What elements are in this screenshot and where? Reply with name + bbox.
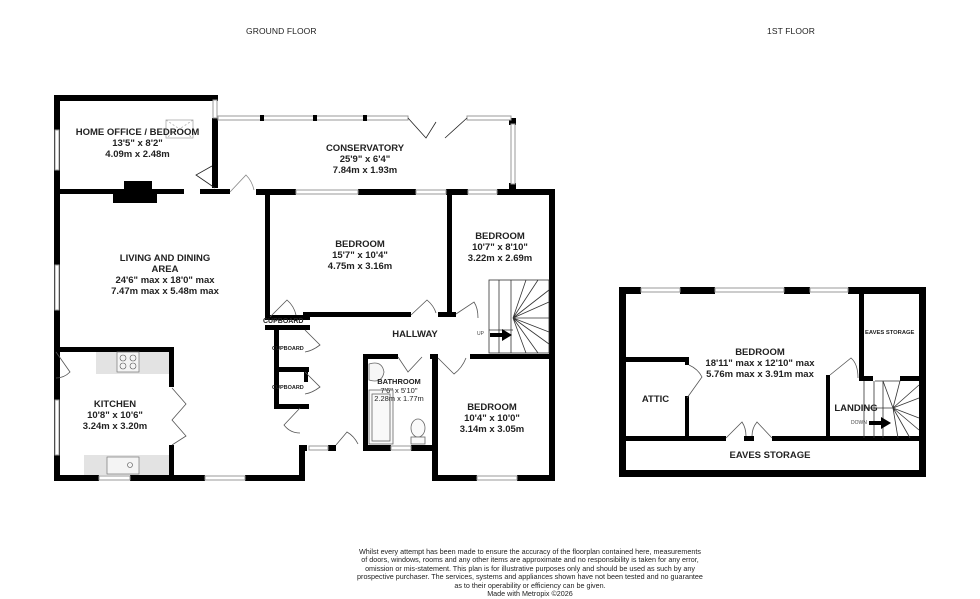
- stairs-down-label: DOWN: [851, 420, 867, 426]
- skylight: [165, 119, 194, 139]
- first-floor-doors: [686, 357, 859, 439]
- room-bedroom-2: BEDROOM 10'7" x 8'10" 3.22m x 2.69m: [460, 231, 540, 265]
- room-metric: 3.22m x 2.69m: [467, 252, 533, 264]
- room-imperial: 10'7" x 8'10": [472, 241, 528, 253]
- disclaimer-line: omission or mis-statement. This plan is …: [365, 563, 695, 573]
- room-imperial: 10'4" x 10'0": [464, 412, 520, 424]
- disclaimer-line: of doors, windows, rooms and any other i…: [361, 555, 699, 565]
- room-metric: 7.84m x 1.93m: [332, 164, 398, 176]
- room-metric: 7.47m max x 5.48m max: [111, 285, 219, 297]
- room-metric: 2.28m x 1.77m: [374, 394, 424, 404]
- room-bedroom-3: BEDROOM 10'4" x 10'0" 3.14m x 3.05m: [452, 402, 532, 436]
- room-attic: ATTIC: [638, 394, 673, 406]
- first-floor-windows: [640, 287, 849, 293]
- room-name: BEDROOM: [475, 231, 525, 242]
- room-metric: 5.76m max x 3.91m max: [706, 368, 814, 380]
- room-metric: 3.14m x 3.05m: [459, 423, 525, 435]
- first-floor-stairs: [863, 380, 920, 439]
- credit-line: Made with Metropix ©2026: [487, 589, 573, 599]
- room-name: BEDROOM: [467, 402, 517, 413]
- room-metric: 4.75m x 3.16m: [327, 260, 393, 272]
- room-living-dining: LIVING AND DINING AREA 24'6" max x 18'0"…: [100, 253, 230, 298]
- room-conservatory: CONSERVATORY 25'9" x 6'4" 7.84m x 1.93m: [320, 143, 410, 177]
- disclaimer-line: Whilst every attempt has been made to en…: [359, 547, 701, 556]
- disclaimer: Whilst every attempt has been made to en…: [345, 547, 715, 599]
- room-eaves-storage-large: EAVES STORAGE: [720, 450, 820, 462]
- ground-floor-title: GROUND FLOOR: [246, 26, 317, 36]
- room-name: ATTIC: [641, 394, 670, 405]
- stairs-up-label: UP: [477, 331, 484, 337]
- first-floor-walls: [619, 287, 926, 477]
- disclaimer-line: as to their operability or efficiency ca…: [454, 580, 606, 590]
- room-bathroom: BATHROOM 7'6" x 5'10" 2.28m x 1.77m: [368, 377, 430, 404]
- room-home-office: HOME OFFICE / BEDROOM 13'5" x 8'2" 4.09m…: [70, 127, 205, 161]
- cupboard-label-2: CUPBOARD: [272, 346, 304, 352]
- room-imperial: 7'6" x 5'10": [380, 385, 418, 395]
- room-metric: 3.24m x 3.20m: [82, 420, 148, 432]
- room-imperial: 25'9" x 6'4": [339, 153, 391, 165]
- ground-stairs-arrow: [490, 329, 512, 341]
- room-imperial: 13'5" x 8'2": [112, 137, 163, 149]
- room-landing: LANDING: [832, 403, 880, 415]
- room-name: CONSERVATORY: [325, 143, 405, 154]
- room-imperial: 15'7" x 10'4": [332, 249, 388, 261]
- room-metric: 4.09m x 2.48m: [105, 148, 170, 160]
- room-kitchen: KITCHEN 10'8" x 10'6" 3.24m x 3.20m: [75, 399, 155, 433]
- cupboard-label-1: CUPBOARD: [263, 318, 304, 325]
- room-first-bedroom: BEDROOM 18'11" max x 12'10" max 5.76m ma…: [700, 347, 820, 381]
- room-name: HALLWAY: [392, 329, 438, 340]
- room-name: LANDING: [834, 403, 878, 414]
- room-name: HOME OFFICE / BEDROOM: [75, 127, 200, 138]
- room-imperial: 18'11" max x 12'10" max: [705, 357, 815, 369]
- disclaimer-line: prospective purchaser. The services, sys…: [357, 572, 703, 582]
- room-name-line2: AREA: [151, 263, 179, 275]
- room-eaves-storage-small: EAVES STORAGE: [865, 330, 915, 336]
- bathroom-fittings: [368, 362, 426, 445]
- ground-floor-stairs: [488, 279, 550, 354]
- room-imperial: 24'6" max x 18'0" max: [115, 274, 215, 286]
- cupboard-label-3: CUPBOARD: [272, 385, 304, 391]
- room-imperial: 10'8" x 10'6": [87, 409, 143, 421]
- room-name: BEDROOM: [335, 239, 385, 250]
- first-floor-title: 1ST FLOOR: [767, 26, 815, 36]
- room-name: LIVING AND DINING: [119, 253, 211, 264]
- ground-floor-doors: [55, 117, 479, 446]
- room-name: KITCHEN: [93, 399, 137, 410]
- room-bedroom-1: BEDROOM 15'7" x 10'4" 4.75m x 3.16m: [320, 239, 400, 273]
- room-name: BATHROOM: [377, 377, 421, 386]
- room-hallway: HALLWAY: [380, 329, 450, 341]
- room-name: EAVES STORAGE: [729, 450, 811, 461]
- kitchen-fittings: [84, 351, 169, 475]
- first-stairs-arrow: [869, 417, 891, 429]
- room-name: BEDROOM: [735, 347, 785, 358]
